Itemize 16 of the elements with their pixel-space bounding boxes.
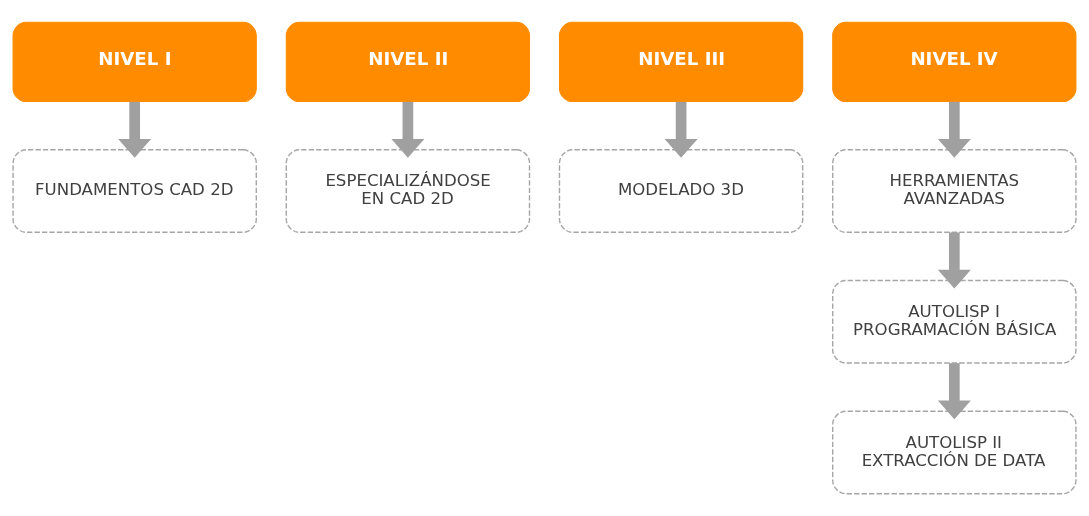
node-box: ESPECIALIZÁNDOSE EN CAD 2D	[285, 149, 531, 233]
arrow	[391, 101, 425, 158]
node-box: HERRAMIENTAS AVANZADAS	[832, 149, 1077, 233]
arrow	[937, 363, 971, 420]
node-box: NIVEL III	[558, 21, 804, 103]
arrow	[937, 101, 971, 158]
arrow	[664, 101, 698, 158]
node-box: NIVEL I	[12, 21, 257, 103]
node-box: FUNDAMENTOS CAD 2D	[12, 149, 257, 233]
node-box: MODELADO 3D	[558, 149, 804, 233]
arrow	[118, 101, 152, 158]
node-box: AUTOLISP II EXTRACCIÓN DE DATA	[832, 410, 1077, 495]
node-box: NIVEL IV	[832, 21, 1077, 103]
arrow	[937, 232, 971, 289]
node-box: AUTOLISP I PROGRAMACIÓN BÁSICA	[832, 279, 1077, 364]
node-box: NIVEL II	[285, 21, 531, 103]
